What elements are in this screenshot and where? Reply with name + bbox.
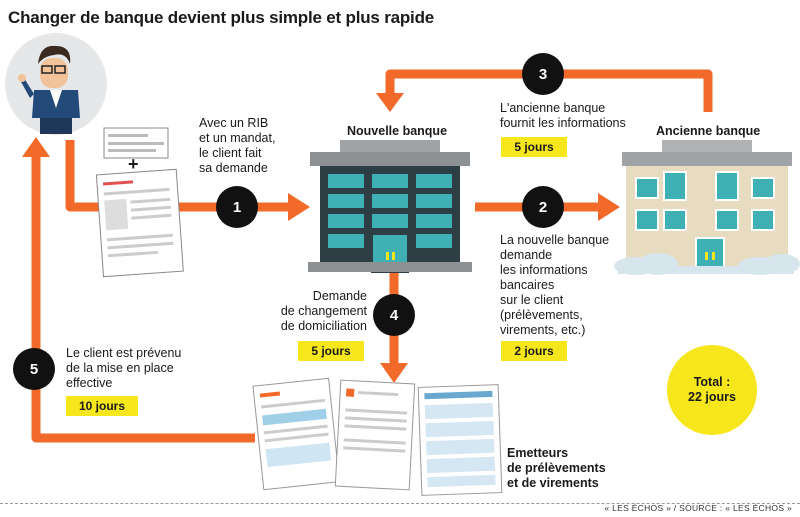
- total-value: 22 jours: [688, 390, 736, 404]
- step5-days-badge: 10 jours: [66, 396, 138, 416]
- total-badge: Total : 22 jours: [667, 345, 757, 435]
- step3-circle: 3: [522, 53, 564, 95]
- arrowhead-2: [598, 193, 620, 221]
- emitter-documents: [252, 377, 503, 496]
- plus-sign: +: [128, 154, 139, 174]
- step5-circle: 5: [13, 348, 55, 390]
- new-bank-building: [308, 140, 472, 273]
- arrowhead-4: [380, 363, 408, 383]
- step2-circle: 2: [522, 186, 564, 228]
- step4-days-badge: 5 jours: [298, 341, 364, 361]
- arrow-emitters-to-person: [31, 155, 255, 443]
- footer-divider: [0, 503, 800, 504]
- new-bank-label: Nouvelle banque: [347, 124, 448, 138]
- arrowhead-5: [22, 137, 50, 157]
- footer-source: « LES ÉCHOS » / SOURCE : « LES ÉCHOS »: [604, 503, 792, 513]
- client-person: [5, 33, 107, 135]
- arrowhead-3: [376, 93, 404, 112]
- arrowhead-1: [288, 193, 310, 221]
- step2-days-badge: 2 jours: [501, 341, 567, 361]
- total-label: Total :: [693, 375, 731, 389]
- old-bank-building: [614, 140, 800, 275]
- rib-mandate-documents: [95, 127, 184, 278]
- step4-circle: 4: [373, 294, 415, 336]
- page-title: Changer de banque devient plus simple et…: [8, 8, 435, 27]
- step1-circle: 1: [216, 186, 258, 228]
- old-bank-label: Ancienne banque: [656, 124, 761, 138]
- step3-days-badge: 5 jours: [501, 137, 567, 157]
